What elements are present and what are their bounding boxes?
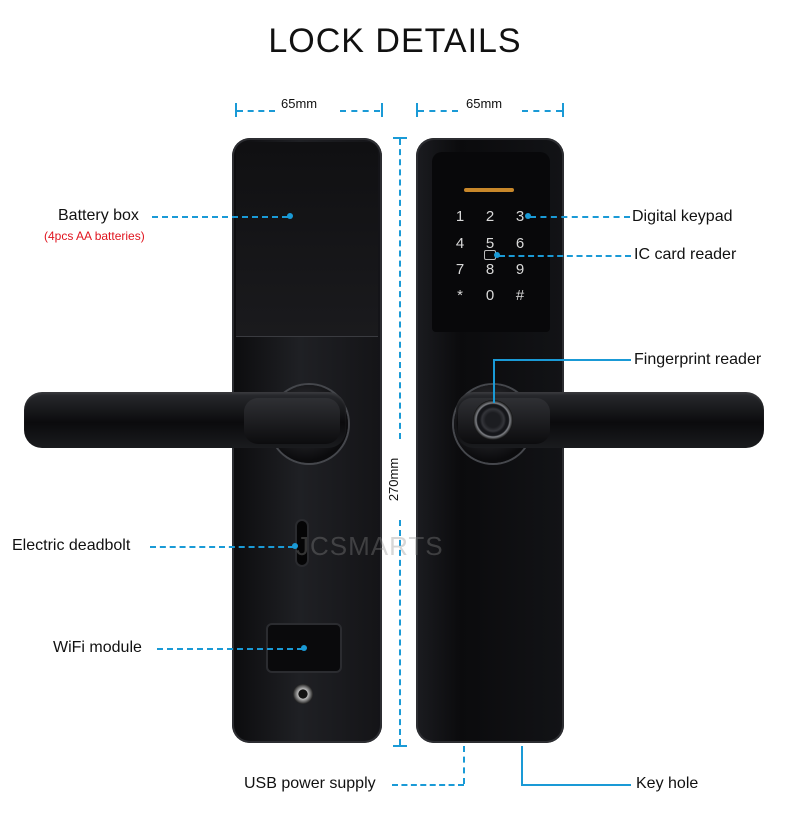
usb-leader [392,784,464,786]
width-left-label: 65mm [281,96,318,111]
key-hole-leader-vertical [521,746,523,784]
key-1[interactable]: 1 [455,208,465,225]
electric-deadbolt-leader [150,546,294,548]
key-5[interactable]: 5 [485,235,495,252]
width-right-label: 65mm [466,96,503,111]
usb-leader-vertical [463,746,465,784]
ic-card-reader-leader [499,255,631,257]
key-9[interactable]: 9 [515,261,525,278]
wifi-module-label: WiFi module [53,639,142,656]
key-hash[interactable]: # [515,287,525,304]
usb-power-supply-label: USB power supply [244,775,376,792]
battery-cover [236,142,378,336]
keypad-panel [432,152,550,332]
fingerprint-icon [480,407,506,433]
battery-box-leader [152,216,288,218]
electric-deadbolt-label: Electric deadbolt [12,537,131,554]
key-0[interactable]: 0 [485,287,495,304]
watermark: JCSMARTS [296,531,444,561]
battery-note: (4pcs AA batteries) [44,229,145,243]
key-7[interactable]: 7 [455,261,465,278]
key-6[interactable]: 6 [515,235,525,252]
fingerprint-reader-label: Fingerprint reader [634,351,762,368]
fingerprint-leader-vertical [493,359,495,403]
wifi-module-leader [157,648,303,650]
key-2[interactable]: 2 [485,208,495,225]
key-hole-label: Key hole [636,775,699,792]
key-8[interactable]: 8 [485,261,495,278]
key-star[interactable]: * [457,287,463,304]
ic-card-reader-label: IC card reader [634,246,737,263]
screw-icon [293,684,313,704]
key-3[interactable]: 3 [515,208,525,225]
digital-keypad-label: Digital keypad [632,208,733,225]
battery-box-label: Battery box [58,207,139,224]
deadbolt-thumbturn[interactable] [297,521,307,565]
fingerprint-leader [493,359,631,361]
key-hole-leader [521,784,631,786]
digital-keypad-leader [530,216,630,218]
key-4[interactable]: 4 [455,235,465,252]
status-indicator [464,188,514,192]
height-label: 270mm [386,457,402,502]
page-title: LOCK DETAILS [268,22,522,60]
inner-handle-grip [244,398,340,444]
